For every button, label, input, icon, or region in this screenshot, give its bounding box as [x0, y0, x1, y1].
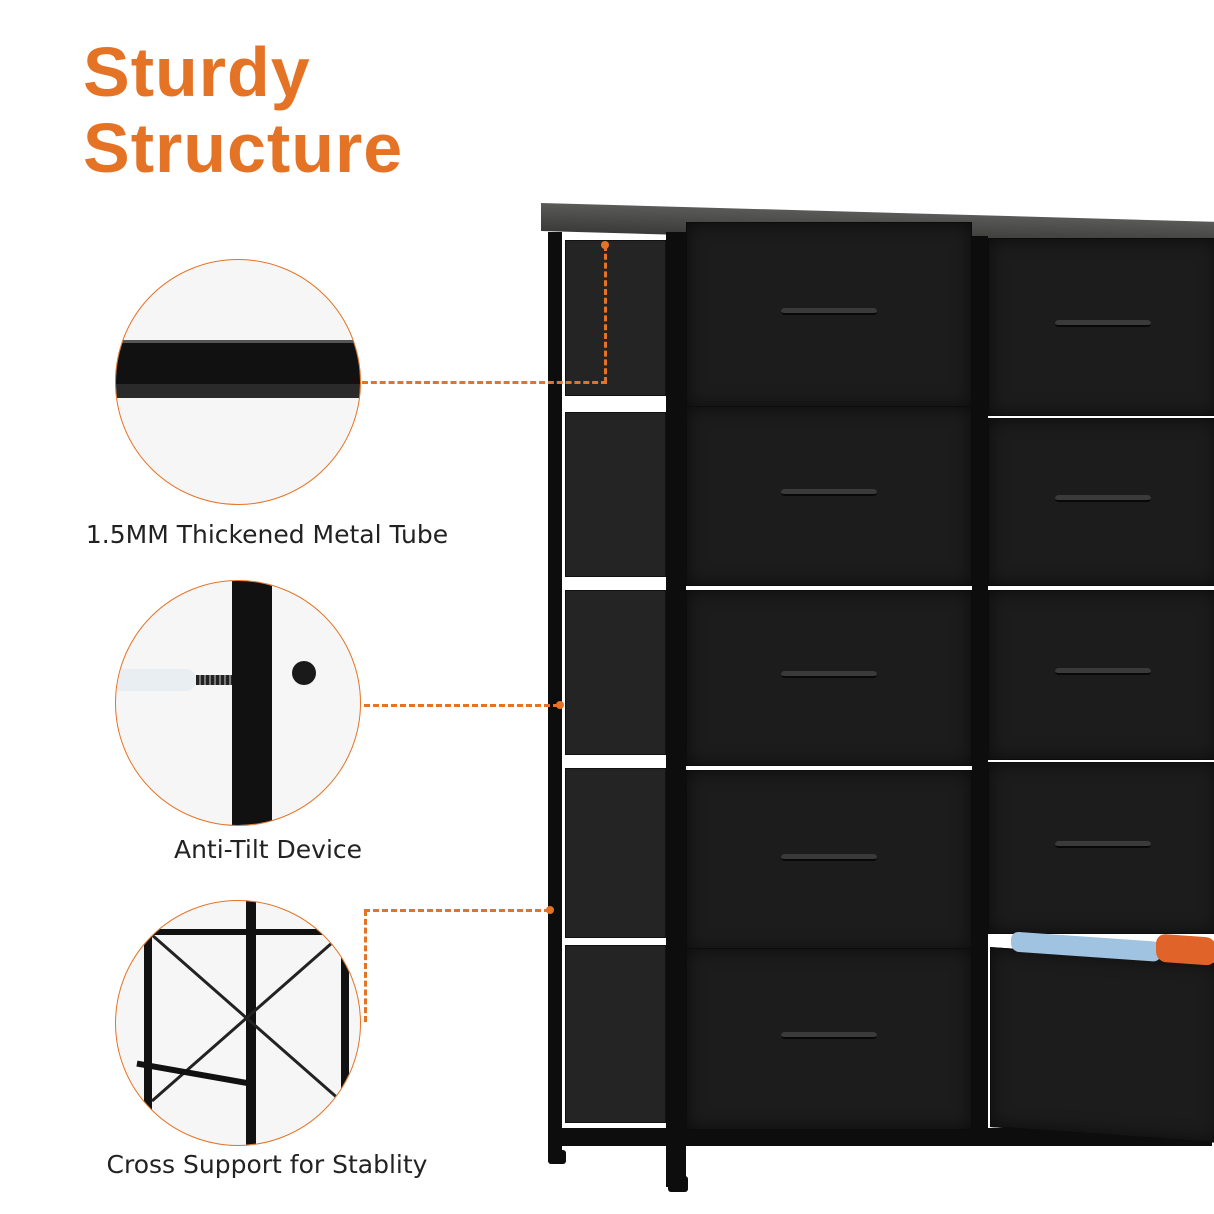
drawer-handle[interactable] — [781, 671, 877, 679]
bottom-rail — [562, 1128, 1212, 1146]
callout-line-3 — [364, 909, 550, 912]
rear-left-post — [548, 232, 562, 1160]
drawer-handle[interactable] — [781, 307, 877, 315]
drawer[interactable] — [988, 418, 1214, 586]
wall-anchor — [116, 669, 196, 691]
headline-line-2: Structure — [83, 109, 404, 187]
foot — [668, 1176, 688, 1192]
drawer[interactable] — [988, 590, 1214, 760]
drawer-handle[interactable] — [1055, 668, 1151, 676]
callout-line-1-vertical — [604, 245, 607, 383]
folded-clothes — [1011, 931, 1161, 962]
drawer[interactable] — [988, 762, 1214, 934]
open-drawer[interactable] — [990, 931, 1214, 1144]
callout-line-3-vertical — [364, 910, 367, 1022]
drawer-handle[interactable] — [1055, 319, 1151, 327]
drawer-handle[interactable] — [1055, 495, 1151, 503]
drawer[interactable] — [686, 590, 972, 766]
frame-post — [232, 581, 272, 825]
cross-support-closeup-image — [115, 900, 361, 1146]
side-panel-3 — [565, 590, 666, 755]
metal-tube-shape — [116, 340, 360, 384]
drawer[interactable] — [686, 770, 972, 952]
drawer[interactable] — [686, 948, 972, 1130]
drawer[interactable] — [686, 406, 972, 586]
center-post — [972, 236, 988, 1136]
drawer[interactable] — [988, 238, 1214, 416]
headline: Sturdy Structure — [83, 34, 403, 186]
callout-dot-2 — [556, 701, 564, 709]
headline-line-1: Sturdy — [83, 33, 311, 111]
drawer-handle[interactable] — [1055, 841, 1151, 849]
drawer-handle[interactable] — [781, 853, 877, 861]
foot — [548, 1150, 566, 1164]
side-panel-5 — [565, 945, 666, 1123]
metal-tube-edge — [116, 384, 360, 398]
side-panel-2 — [565, 412, 666, 577]
folded-clothes — [1156, 933, 1214, 966]
anti-tilt-closeup-image — [115, 580, 361, 826]
callout-line-2 — [364, 704, 559, 707]
screw-head-icon — [292, 661, 316, 685]
feature-label-anti-tilt: Anti-Tilt Device — [173, 835, 363, 864]
feature-label-cross-support: Cross Support for Stablity — [106, 1150, 428, 1179]
drawer-handle[interactable] — [781, 1031, 877, 1039]
metal-tube-closeup-image — [115, 259, 361, 505]
drawer-handle[interactable] — [781, 488, 877, 496]
front-left-post — [666, 232, 686, 1187]
drawer[interactable] — [686, 222, 972, 408]
cross-support-drawing — [116, 901, 360, 1145]
side-panel-1 — [565, 240, 666, 396]
callout-line-1 — [362, 381, 607, 384]
callout-dot-3 — [546, 906, 554, 914]
callout-dot-1 — [601, 241, 609, 249]
side-panel-4 — [565, 768, 666, 938]
feature-label-metal-tube: 1.5MM Thickened Metal Tube — [85, 520, 449, 549]
screw-icon — [196, 675, 232, 685]
